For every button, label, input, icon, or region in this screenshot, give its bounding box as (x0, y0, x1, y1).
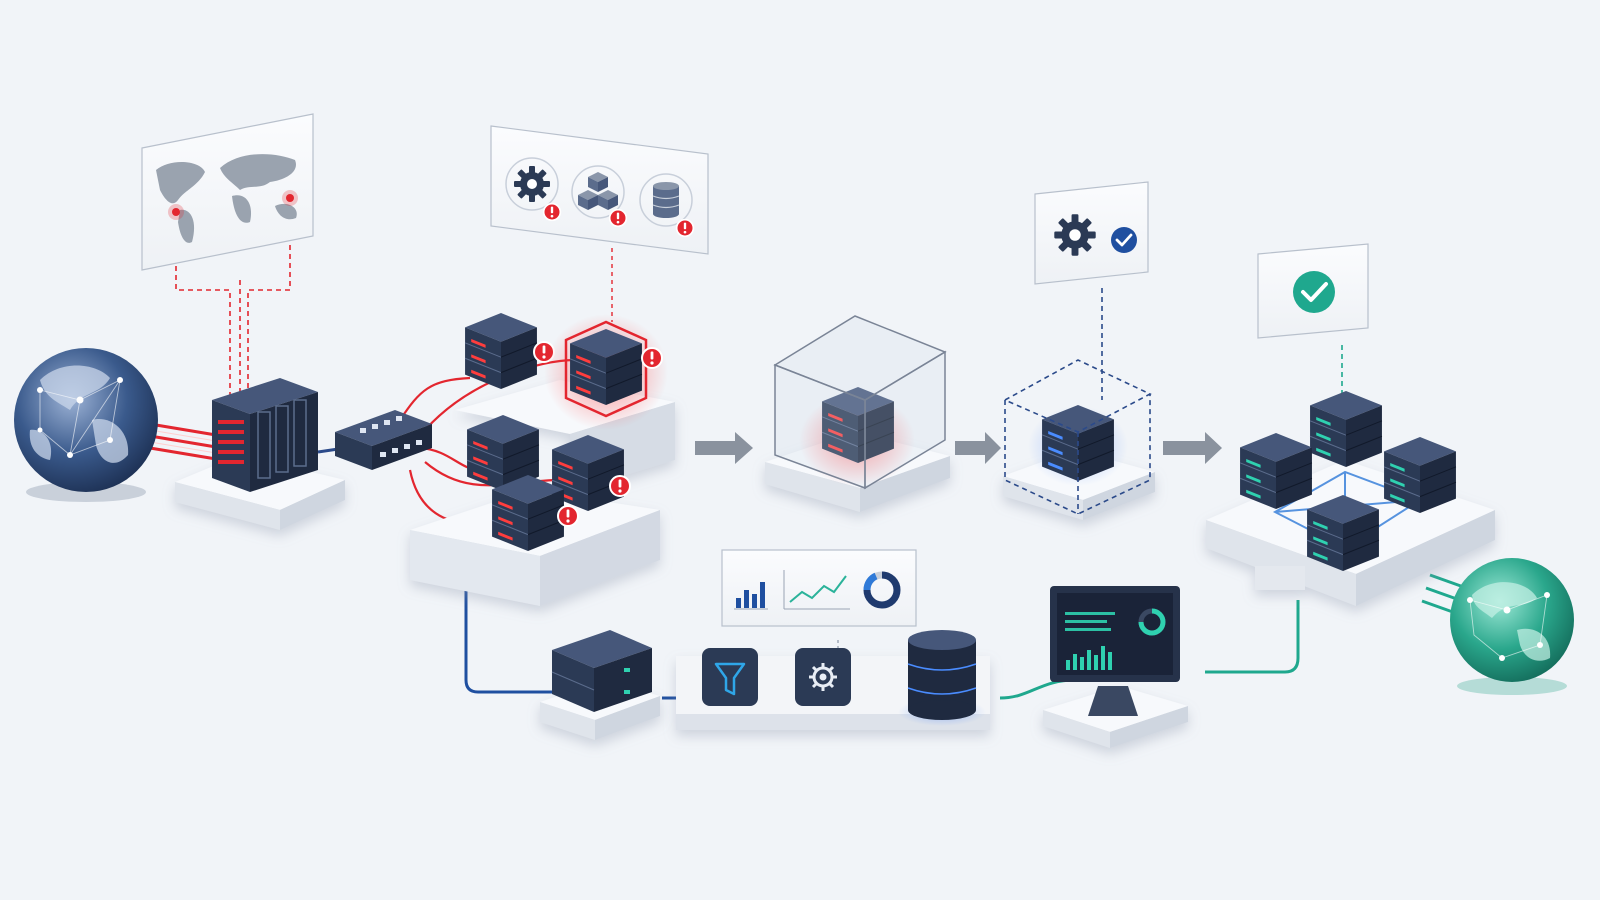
server-unit (1384, 437, 1456, 513)
world-map-icon (156, 154, 297, 243)
firewall-appliance (212, 378, 318, 492)
server-unit-highlighted (544, 314, 668, 430)
gear-icon (514, 166, 550, 202)
server-cluster-failing (410, 313, 675, 606)
restored-server (1003, 359, 1155, 520)
alert-badge (557, 505, 579, 527)
funnel-icon (714, 662, 746, 696)
monitor (1043, 586, 1188, 748)
line-chart-icon (783, 570, 850, 610)
gear-callout (505, 157, 562, 222)
check-icon (1293, 271, 1335, 313)
alert-badge (608, 208, 628, 228)
bar-chart-icon (736, 582, 765, 608)
flow-arrows (695, 432, 1222, 464)
server-unit (492, 475, 564, 551)
firewall (175, 378, 345, 530)
server-unit (1310, 391, 1382, 467)
containment-cube (773, 315, 947, 490)
server-unit (465, 313, 537, 389)
server-unit (1240, 433, 1312, 509)
cluster-to-storage-link (464, 578, 562, 694)
isolated-server (765, 315, 950, 512)
internet-globe (14, 348, 158, 502)
success-callout (1257, 243, 1369, 339)
alert-badge (675, 218, 695, 238)
donut-chart-icon (863, 571, 901, 609)
config-ok-callout (1034, 181, 1149, 285)
filter (702, 648, 758, 706)
issues-callout (490, 125, 709, 255)
database-callout (639, 173, 695, 238)
world-map-callout (141, 113, 314, 271)
alert-badge (609, 475, 631, 497)
processor (795, 648, 851, 706)
gear-icon (1054, 214, 1096, 256)
server-unit (1307, 495, 1379, 571)
check-icon (1111, 227, 1137, 253)
network-switch (335, 410, 432, 470)
cubes-callout (571, 165, 628, 228)
output-globe (1450, 558, 1574, 695)
gear-icon (809, 663, 837, 691)
globe-to-firewall-link (149, 422, 223, 462)
database-icon (652, 182, 680, 218)
cubes-icon (578, 172, 618, 210)
globe-to-firewall-link-inner (149, 429, 223, 455)
flow-arrow (695, 432, 753, 464)
alert-badge (542, 202, 562, 222)
database (898, 630, 986, 726)
alert-badge (641, 347, 663, 369)
flow-arrow (1163, 432, 1222, 464)
analytics-callout (721, 549, 917, 627)
flow-arrow (955, 432, 1001, 464)
dashed-cube-outline (1003, 359, 1152, 515)
storage-unit (540, 630, 660, 740)
healthy-cluster (1206, 391, 1495, 606)
